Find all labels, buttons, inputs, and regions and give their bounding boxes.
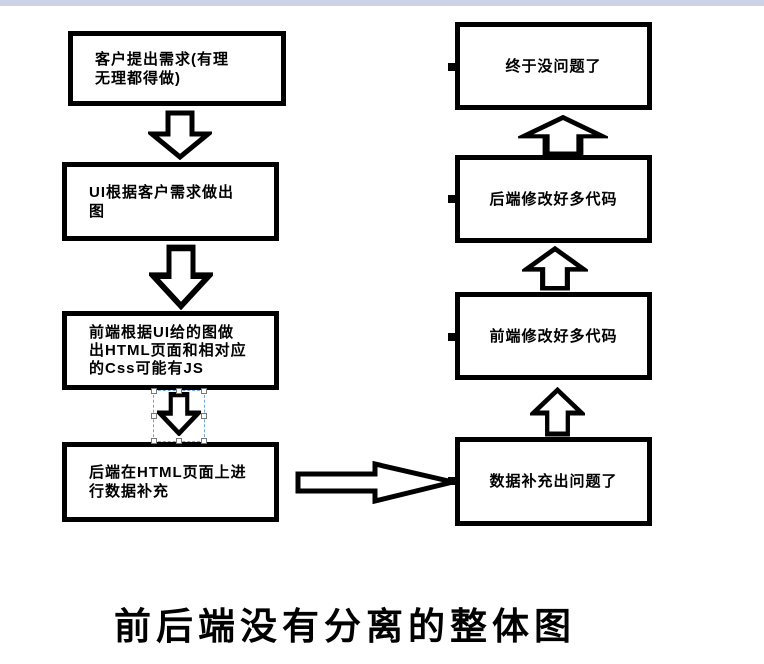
flow-box-customer-request: 客户提出需求(有理 无理都得做) — [68, 31, 286, 106]
flow-box-frontend-fix: 前端修改好多代码 — [455, 292, 652, 380]
flow-box-finally-ok: 终于没问题了 — [455, 22, 652, 110]
flow-box-text-line: 行数据补充 — [89, 483, 170, 500]
selection-handle[interactable] — [201, 413, 207, 419]
flow-box-backend-fix: 后端修改好多代码 — [455, 155, 652, 243]
box-edge-nub — [448, 195, 456, 203]
flow-box-text-line: 前端根据UI给的图做 — [89, 323, 235, 341]
right-arrow-icon — [295, 461, 457, 504]
flow-box-text-line: 后端修改好多代码 — [489, 190, 618, 208]
selection-handle[interactable] — [151, 413, 157, 419]
flow-box-text-line: 的Css可能有JS — [89, 359, 204, 377]
flow-box-text-line: 无理都得做) — [95, 69, 181, 87]
up-arrow-icon — [518, 115, 608, 156]
flow-box-text-line: 后端在HTML页面上进 — [89, 464, 247, 481]
window-top-strip — [0, 0, 764, 6]
selection-marquee[interactable] — [151, 388, 207, 444]
selection-handle[interactable] — [176, 438, 182, 444]
diagram-caption: 前后端没有分离的整体图 — [114, 606, 576, 647]
selection-handle[interactable] — [201, 388, 207, 394]
selection-handle[interactable] — [151, 438, 157, 444]
flow-box-text-line: 前端修改好多代码 — [489, 327, 618, 345]
flow-box-text-line: UI根据客户需求做出 — [89, 183, 235, 201]
flow-box-ui-design: UI根据客户需求做出 图 — [62, 162, 279, 241]
flow-box-text-line: 数据补充出问题了 — [489, 473, 618, 490]
up-arrow-icon — [530, 387, 585, 437]
box-edge-nub — [448, 333, 456, 341]
flow-box-text-line: 终于没问题了 — [505, 57, 602, 75]
flow-box-data-problem: 数据补充出问题了 — [455, 437, 652, 526]
selection-handle[interactable] — [151, 388, 157, 394]
flow-box-backend-data: 后端在HTML页面上进 行数据补充 — [62, 442, 279, 522]
flow-box-frontend-build: 前端根据UI给的图做 出HTML页面和相对应 的Css可能有JS — [62, 311, 279, 390]
flow-box-text-line: 客户提出需求(有理 — [95, 50, 229, 68]
down-arrow-icon-selected[interactable] — [157, 392, 201, 436]
down-arrow-icon — [149, 244, 213, 310]
flow-box-text-line: 图 — [89, 202, 106, 220]
selection-handle[interactable] — [176, 388, 182, 394]
flow-box-text-line: 出HTML页面和相对应 — [89, 341, 247, 359]
up-arrow-icon — [522, 246, 588, 291]
box-edge-nub — [448, 63, 456, 71]
down-arrow-icon — [148, 110, 212, 160]
selection-handle[interactable] — [201, 438, 207, 444]
